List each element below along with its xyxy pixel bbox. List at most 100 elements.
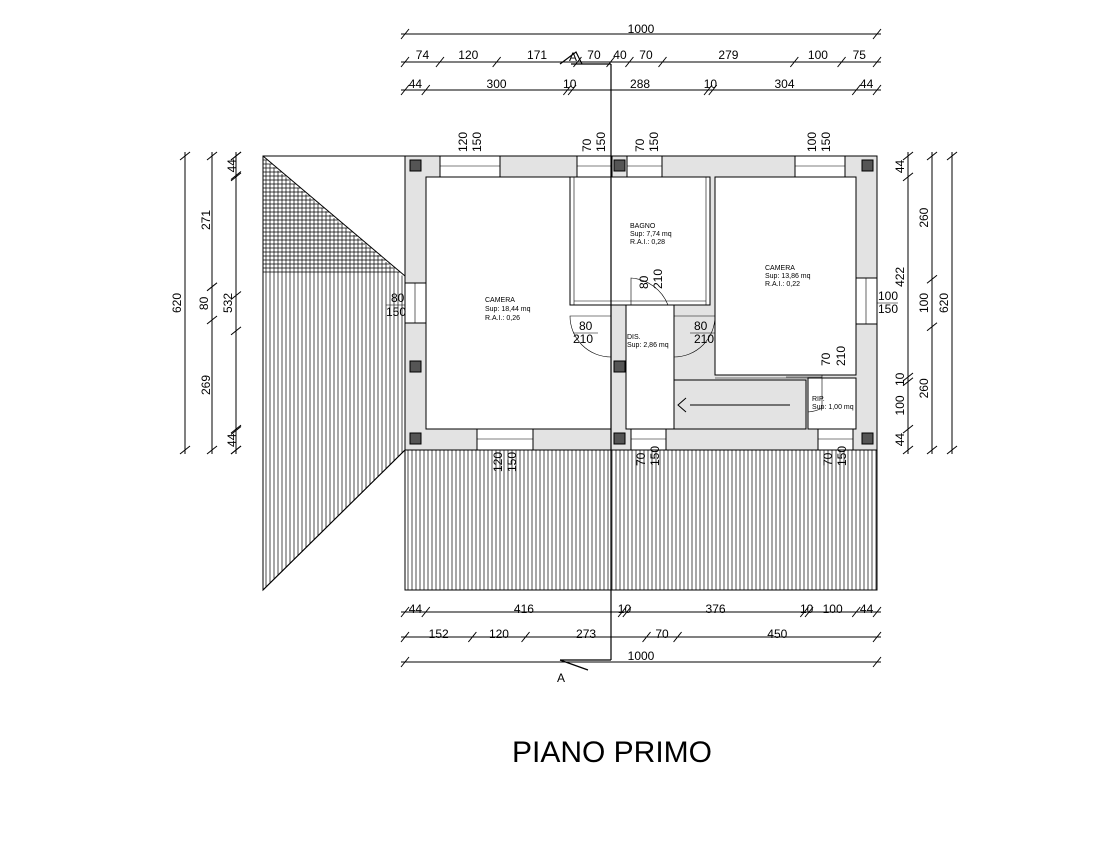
dim-top-row2-4: 10	[704, 77, 718, 91]
windows	[404, 155, 878, 451]
dim-left-mid2-1: 532	[221, 293, 235, 313]
room-rip	[807, 377, 857, 430]
dim-bottom-row1-2: 10	[618, 602, 632, 616]
dim-right-mid-0: 260	[917, 207, 931, 227]
right-window-w: 100	[878, 289, 898, 303]
dis-sup: Sup: 2,86 mq	[627, 342, 669, 349]
dim-top-row1-0: 74	[416, 48, 430, 62]
dim-bottom-row1-1: 416	[514, 602, 534, 616]
dim-left-ends-4: 44	[225, 433, 239, 447]
left-window-h: 150	[386, 305, 406, 319]
dim-right-inner-0: 44	[893, 159, 907, 173]
dim-top-row1-5: 70	[639, 48, 653, 62]
dim-right-mid-1: 100	[917, 293, 931, 313]
dim-right-outer-0: 620	[937, 293, 951, 313]
bagno-rai: R.A.I.: 0,28	[630, 239, 665, 246]
camera2-rai: R.A.I.: 0,22	[765, 281, 800, 288]
room-camera-2	[714, 176, 857, 376]
camera1-name: CAMERA	[485, 297, 515, 304]
bottom-window-3-h: 150	[835, 446, 849, 466]
dim-top-row1-4: 40	[613, 48, 627, 62]
camera1-sup: Sup: 18,44 mq	[485, 306, 531, 313]
top-window-3-h: 150	[647, 132, 661, 152]
dim-top-row1-3: 70	[587, 48, 601, 62]
bottom-window-1-w: 120	[491, 452, 505, 472]
door-camera1-w: 80	[579, 319, 593, 333]
section-line-a: A A	[557, 50, 612, 685]
dim-bottom-row2-4: 450	[767, 627, 787, 641]
dim-top-row1-1: 120	[458, 48, 478, 62]
door-bagno-w: 80	[637, 275, 651, 289]
door-rip-h: 210	[834, 346, 848, 366]
dim-bottom-row1-3: 376	[706, 602, 726, 616]
top-window-2-h: 150	[594, 132, 608, 152]
dim-bottom-row1-6: 44	[860, 602, 874, 616]
rip-sup: Sup: 1,00 mq	[812, 404, 854, 411]
top-window-1-w: 120	[456, 132, 470, 152]
room-dis	[625, 304, 675, 430]
door-bagno-h: 210	[651, 269, 665, 289]
bottom-window-2-h: 150	[648, 446, 662, 466]
dim-right-inner-4: 44	[893, 433, 907, 447]
top-window-2-w: 70	[580, 138, 594, 152]
dim-top-total-0: 1000	[628, 22, 655, 36]
camera2-sup: Sup: 13,86 mq	[765, 273, 811, 280]
bagno-sup: Sup: 7,74 mq	[630, 231, 672, 238]
dim-bottom-row2-3: 70	[655, 627, 669, 641]
dim-top-row2-1: 300	[487, 77, 507, 91]
dim-right-inner-2: 10	[893, 372, 907, 386]
dim-right-inner-1: 422	[893, 267, 907, 287]
door-swings	[569, 277, 823, 413]
top-window-4-h: 150	[819, 132, 833, 152]
dim-left-ends-0: 44	[225, 159, 239, 173]
door-rip-w: 70	[819, 352, 833, 366]
dim-bottom-total-0: 1000	[628, 649, 655, 663]
dim-left-outer-0: 620	[170, 293, 184, 313]
dim-bottom-row1-4: 10	[800, 602, 814, 616]
dim-top-row2-6: 44	[860, 77, 874, 91]
section-mark-bottom: A	[557, 671, 565, 685]
dim-bottom-row2-1: 120	[489, 627, 509, 641]
dim-top-row1-2: 171	[527, 48, 547, 62]
dim-right-mid-2: 260	[917, 378, 931, 398]
top-window-1-h: 150	[470, 132, 484, 152]
opening-labels: 120 150 70 150 70 150 100 150 120 150 70…	[386, 132, 898, 472]
dim-top-row2-5: 304	[774, 77, 794, 91]
dim-left-269: 269	[199, 375, 213, 395]
columns	[409, 159, 874, 445]
door-camera2-w: 80	[694, 319, 708, 333]
camera2-name: CAMERA	[765, 265, 795, 272]
dim-top-row1-7: 100	[808, 48, 828, 62]
dim-bottom-row2-0: 152	[429, 627, 449, 641]
top-window-4-w: 100	[805, 132, 819, 152]
rip-name: RIP.	[812, 396, 825, 403]
dim-top-row2-0: 44	[409, 77, 423, 91]
section-mark-top: A	[569, 50, 577, 64]
bottom-window-2-w: 70	[634, 452, 648, 466]
dim-bottom-row1-5: 100	[823, 602, 843, 616]
dim-bottom-row1-0: 44	[409, 602, 423, 616]
top-window-3-w: 70	[633, 138, 647, 152]
right-window-h: 150	[878, 302, 898, 316]
camera1-rai: R.A.I.: 0,26	[485, 315, 520, 322]
building-walls	[404, 155, 878, 451]
dis-name: DIS.	[627, 334, 641, 341]
dim-left-271: 271	[199, 210, 213, 230]
door-camera2-h: 210	[694, 332, 714, 346]
bottom-window-1-h: 150	[505, 452, 519, 472]
drawing-title: PIANO PRIMO	[512, 736, 712, 769]
dim-right-inner-3: 100	[893, 395, 907, 415]
dim-bottom-row2-2: 273	[576, 627, 596, 641]
room-labels: CAMERA Sup: 18,44 mq R.A.I.: 0,26 BAGNO …	[485, 223, 854, 411]
bottom-window-3-w: 70	[821, 452, 835, 466]
roof-hatching	[262, 155, 878, 592]
dim-top-row1-6: 279	[718, 48, 738, 62]
room-bagno	[569, 176, 711, 306]
dim-top-row2-2: 10	[563, 77, 577, 91]
left-window-w: 80	[391, 291, 405, 305]
dim-top-row1-8: 75	[853, 48, 867, 62]
staircase	[673, 376, 822, 430]
dim-left-mid-1: 80	[197, 296, 211, 310]
